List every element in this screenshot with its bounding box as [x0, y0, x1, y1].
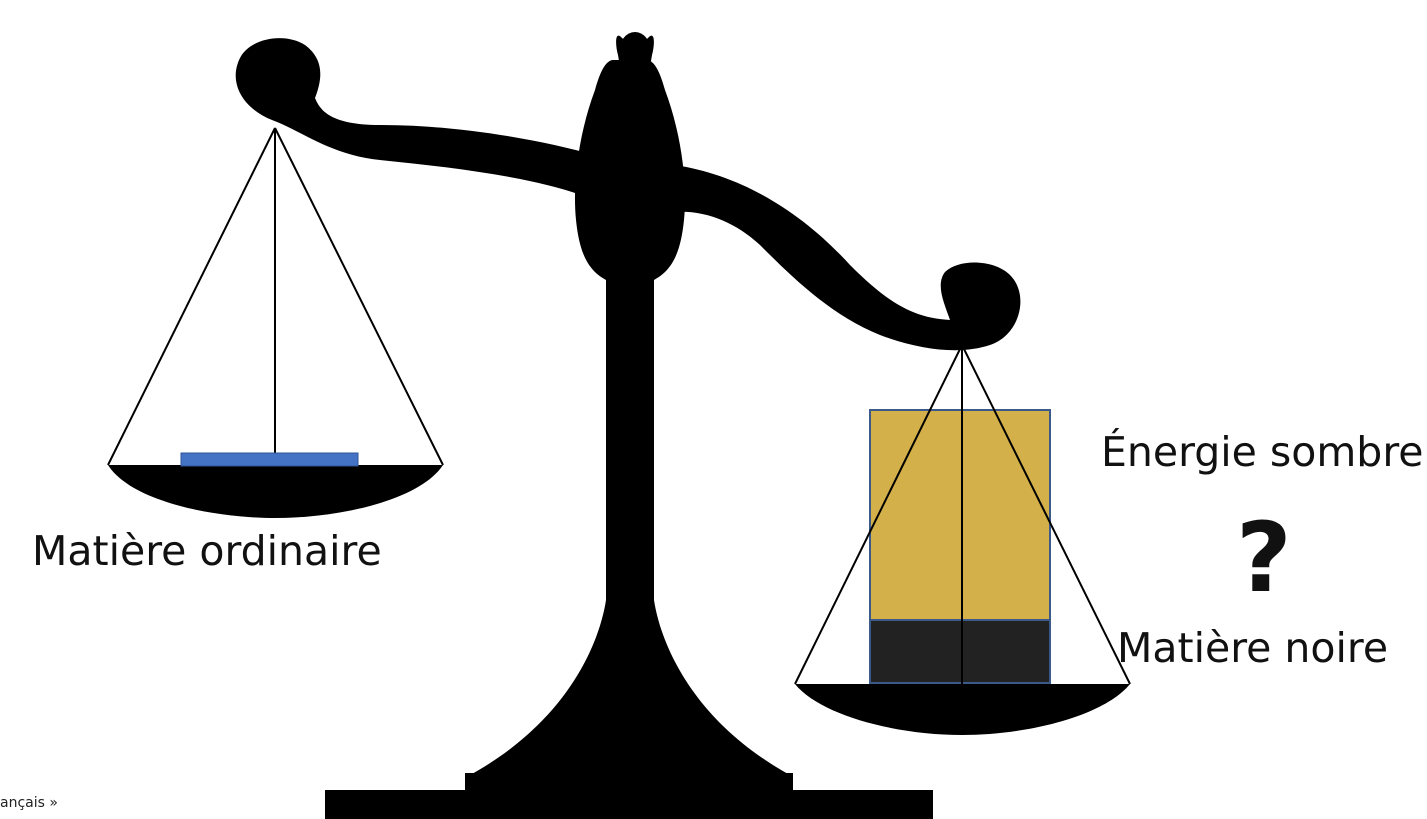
scale-base	[325, 773, 933, 819]
ordinary-matter-block	[180, 452, 359, 467]
dark-matter-label: Matière noire	[1117, 624, 1389, 672]
scale-beam-left	[235, 38, 595, 200]
dark-matter-block	[869, 619, 1051, 684]
left-pan-strings	[107, 127, 444, 466]
ordinary-matter-label: Matière ordinaire	[32, 527, 382, 575]
scale-beam-right	[675, 165, 1021, 351]
right-pan-strings	[794, 344, 1131, 685]
right-pan	[795, 684, 1130, 735]
dark-energy-block	[869, 409, 1051, 621]
footer-caption-fragment: ançais »	[0, 795, 58, 811]
scale-pillar	[470, 60, 790, 775]
left-pan	[108, 465, 443, 518]
question-mark-label: ?	[1236, 502, 1292, 614]
dark-energy-label: Énergie sombre	[1101, 428, 1424, 476]
